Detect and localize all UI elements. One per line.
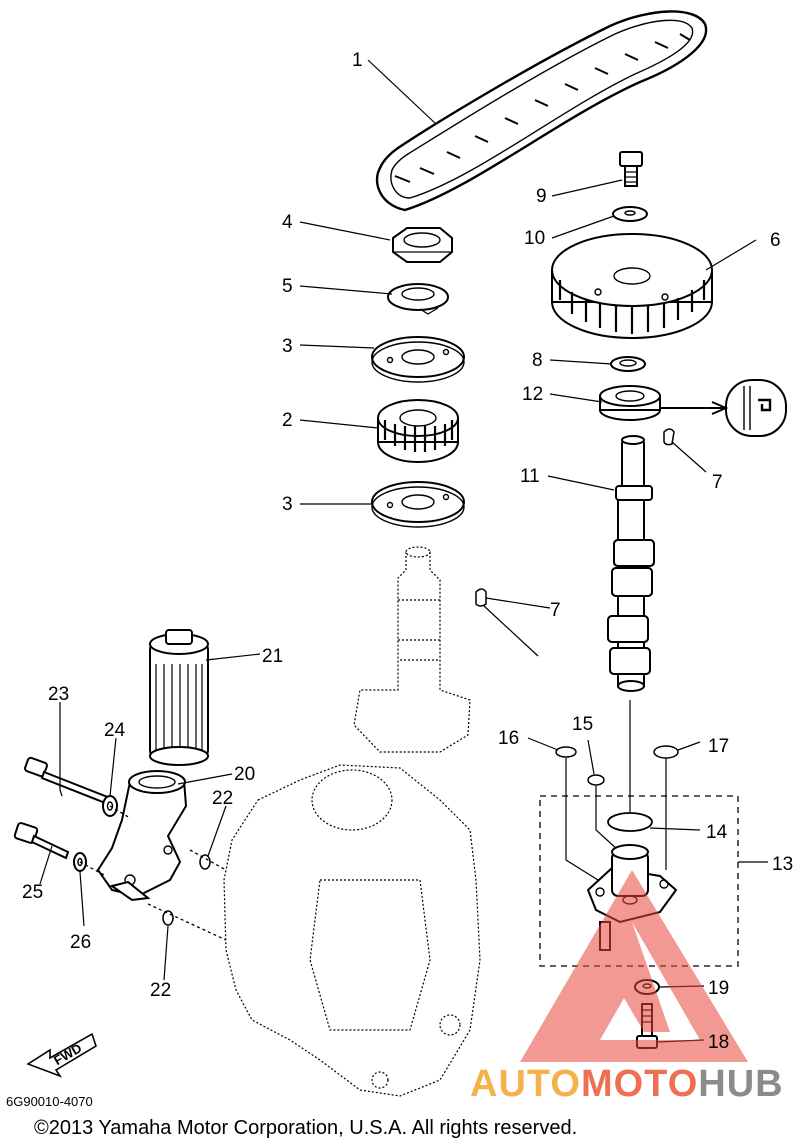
callout-11: 11 bbox=[520, 466, 540, 487]
watermark-triangle-icon bbox=[520, 870, 748, 1062]
bolt-23 bbox=[24, 756, 112, 806]
callout-2: 2 bbox=[282, 410, 293, 431]
bolt-9 bbox=[619, 151, 643, 187]
callout-15: 15 bbox=[572, 714, 593, 735]
washer-10 bbox=[612, 206, 648, 222]
callout-12: 12 bbox=[522, 384, 543, 405]
camshaft-11 bbox=[607, 435, 655, 692]
callout-labels: 1 4 5 3 2 3 7 9 10 6 8 12 11 7 16 15 17 … bbox=[22, 50, 793, 1053]
nut-4 bbox=[392, 227, 453, 263]
callout-7-crank: 7 bbox=[550, 600, 561, 621]
assembly-dashes-left bbox=[79, 805, 227, 941]
watermark-text: AUTOMOTOHUB bbox=[470, 1063, 784, 1105]
key-7-cam bbox=[663, 428, 675, 446]
key-7-crank bbox=[475, 588, 487, 607]
callout-21: 21 bbox=[262, 646, 283, 667]
strainer-housing-20 bbox=[96, 770, 188, 902]
oil-seal-12 bbox=[599, 385, 661, 421]
callout-24: 24 bbox=[104, 720, 126, 741]
timing-belt bbox=[375, 10, 708, 212]
drive-pulley-2 bbox=[377, 399, 459, 463]
callout-6: 6 bbox=[770, 230, 781, 251]
oil-strainer-21 bbox=[149, 629, 209, 766]
callout-17: 17 bbox=[708, 736, 729, 757]
callout-3-upper: 3 bbox=[282, 336, 293, 357]
flange-plate-3-lower bbox=[371, 481, 465, 528]
callout-26: 26 bbox=[70, 932, 91, 953]
callout-14: 14 bbox=[706, 822, 728, 843]
leader-lines bbox=[39, 59, 768, 1043]
bolt-25 bbox=[13, 822, 70, 860]
watermark-moto: MOTO bbox=[581, 1063, 698, 1105]
forward-arrow-icon: FWD bbox=[26, 1032, 97, 1078]
automotohub-watermark bbox=[520, 870, 748, 1062]
callout-22-lower: 22 bbox=[150, 980, 171, 1001]
callout-22-upper: 22 bbox=[212, 788, 233, 809]
callout-10: 10 bbox=[524, 228, 545, 249]
callout-23: 23 bbox=[48, 684, 69, 705]
watermark-hub: HUB bbox=[698, 1063, 783, 1105]
callout-25: 25 bbox=[22, 882, 43, 903]
o-ring-22-upper bbox=[199, 854, 211, 870]
callout-16: 16 bbox=[498, 728, 519, 749]
diagram-code: 6G90010-4070 bbox=[6, 1094, 93, 1109]
callout-19: 19 bbox=[708, 978, 729, 999]
callout-3-lower: 3 bbox=[282, 494, 293, 515]
callout-7-cam: 7 bbox=[712, 472, 723, 493]
seal-direction-detail bbox=[660, 379, 787, 437]
o-ring-22-lower bbox=[162, 910, 174, 926]
callout-9: 9 bbox=[536, 186, 547, 207]
cylinder-housing-outline bbox=[223, 764, 481, 1097]
callout-13: 13 bbox=[772, 854, 793, 875]
callout-8: 8 bbox=[532, 350, 543, 371]
callout-18: 18 bbox=[708, 1032, 729, 1053]
watermark-auto: AUTO bbox=[470, 1063, 581, 1105]
camshaft-pulley-6 bbox=[551, 233, 713, 339]
washer-5 bbox=[387, 283, 449, 315]
callout-4: 4 bbox=[282, 212, 293, 233]
callout-1: 1 bbox=[352, 50, 363, 71]
crankshaft-outline bbox=[353, 546, 471, 753]
washer-8 bbox=[610, 356, 646, 372]
callout-20: 20 bbox=[234, 764, 255, 785]
flange-plate-3-upper bbox=[371, 336, 465, 383]
callout-5: 5 bbox=[282, 276, 293, 297]
copyright-notice: ©2013 Yamaha Motor Corporation, U.S.A. A… bbox=[34, 1117, 577, 1139]
